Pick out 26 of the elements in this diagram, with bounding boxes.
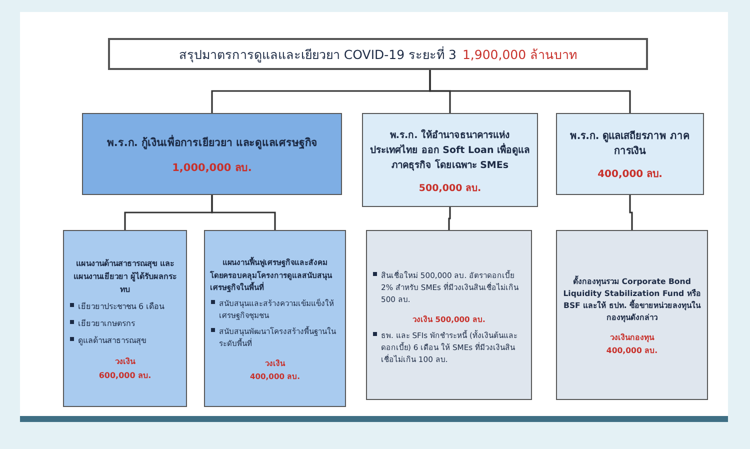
connector-line (429, 70, 631, 113)
measure-box (63, 230, 187, 407)
amount-text: 600,000 ลบ. (98, 370, 152, 382)
connector-line (448, 207, 451, 230)
heading-text: พ.ร.ก. ดูแลเสถียรภาพ ภาคการเงิน (568, 129, 692, 158)
measure-box (556, 230, 708, 400)
amount-text: 400,000 ลบ. (598, 168, 662, 181)
measure-box (362, 113, 538, 207)
bullet-text: ดูแลด้านสาธารณสุข (69, 334, 181, 346)
measure-box (82, 113, 342, 195)
heading-text: พ.ร.ก. ให้อำนาจธนาคารแห่งประเทศไทย ออก Soft Loan เพื่อดูแลภาคธุรกิจ โดยเฉพาะ SMEs (368, 128, 532, 172)
bullet-text: เยียวยาประชาชน 6 เดือน (69, 300, 181, 312)
connector-line (211, 195, 276, 230)
connector-line (629, 195, 633, 230)
heading-text: สรุปมาตรการดูแลและเยียวยา COVID-19 ระยะที่ 3 (178, 45, 456, 64)
amount-text: 1,900,000 ล้านบาท (462, 46, 578, 64)
amount-text: 1,000,000 ลบ. (172, 160, 252, 176)
heading-text: แผนงานด้านสาธารณสุข และแผนงานเยียวยา ผู้ได้รับผลกระทบ (72, 258, 178, 296)
measure-box (556, 113, 704, 195)
measure-box (366, 230, 532, 400)
measure-box (204, 230, 346, 407)
amount-text: วงเงิน (115, 356, 135, 368)
heading-text: พ.ร.ก. กู้เงินเพื่อการเยียวยา และดูแลเศรษฐกิจ (106, 134, 318, 150)
amount-text: 500,000 ลบ. (418, 182, 482, 194)
title-box (108, 38, 648, 70)
bullet-text: เยียวยาเกษตรกร (69, 316, 181, 330)
